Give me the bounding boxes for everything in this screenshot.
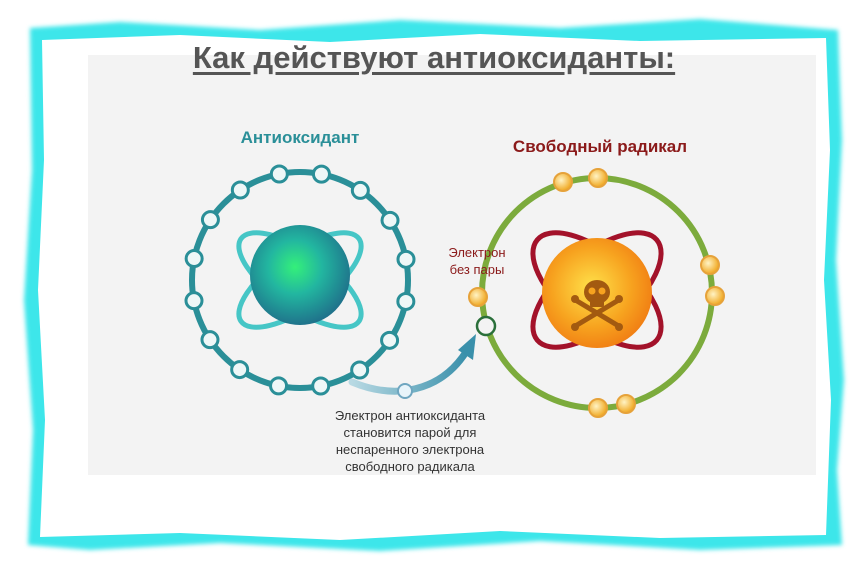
radical-electron xyxy=(616,394,636,414)
antioxidant-electron xyxy=(350,180,370,200)
diagram-panel xyxy=(88,55,816,475)
antioxidant-atom xyxy=(184,164,416,396)
transfer-caption: Электрон антиоксиданта становится парой … xyxy=(334,408,486,474)
transferring-electron xyxy=(397,383,413,399)
radical-electron xyxy=(553,172,573,192)
antioxidant-electron xyxy=(350,360,370,380)
radical-electron xyxy=(588,168,608,188)
unpaired-electron-label: Электрон без пары xyxy=(448,245,506,277)
antioxidant-electron xyxy=(396,249,416,269)
antioxidant-electron xyxy=(184,249,204,269)
antioxidant-electron xyxy=(184,291,204,311)
antioxidant-electron xyxy=(230,360,250,380)
radical-electron xyxy=(700,255,720,275)
radical-electron xyxy=(588,398,608,418)
empty-electron-slot xyxy=(475,315,497,337)
electron-transfer-arrow xyxy=(348,334,476,399)
antioxidant-ring xyxy=(189,169,411,391)
page-title: Как действуют антиоксиданты: xyxy=(192,40,676,75)
free-radical-atom xyxy=(468,168,725,418)
radical-electrons xyxy=(468,168,725,418)
antioxidant-electron xyxy=(396,291,416,311)
antioxidant-electron xyxy=(269,376,289,396)
skull-crossbones-icon xyxy=(571,280,623,331)
antioxidant-electron xyxy=(230,180,250,200)
antioxidant-nucleus xyxy=(250,225,350,325)
antioxidant-label: Антиоксидант xyxy=(240,128,360,147)
radical-electron xyxy=(468,287,488,307)
antioxidant-electron xyxy=(200,210,220,230)
free-radical-label: Свободный радикал xyxy=(512,137,688,156)
antioxidant-electrons xyxy=(184,164,416,396)
antioxidant-electron xyxy=(311,164,331,184)
antioxidant-electron xyxy=(269,164,289,184)
antioxidant-electron xyxy=(200,330,220,350)
radical-electron xyxy=(705,286,725,306)
antioxidant-electron xyxy=(311,376,331,396)
antioxidant-electron xyxy=(380,210,400,230)
antioxidant-electron xyxy=(380,330,400,350)
